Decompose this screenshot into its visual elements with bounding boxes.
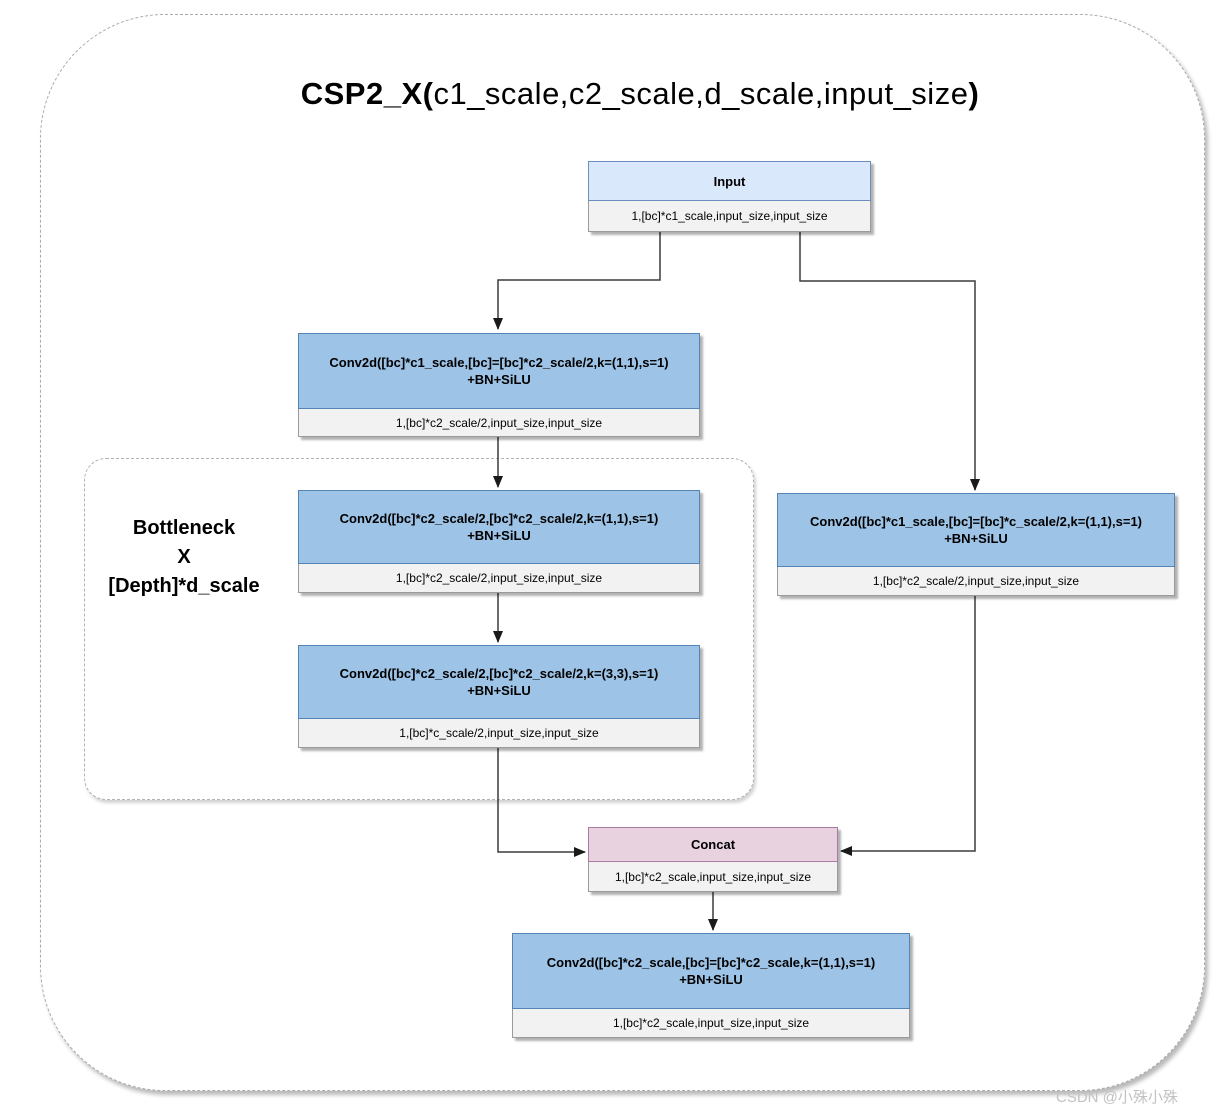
node-input-shape: 1,[bc]*c1_scale,input_size,input_size [588, 201, 871, 232]
node-concat-title: Concat [588, 827, 838, 862]
bottleneck-label: Bottleneck X [Depth]*d_scale [88, 514, 280, 601]
node-input-title: Input [588, 161, 871, 201]
node-conv-pre-header: Conv2d([bc]*c1_scale,[bc]=[bc]*c2_scale/… [298, 333, 700, 409]
node-bottleneck-conv2-activation: +BN+SiLU [467, 683, 531, 698]
node-conv-right-activation: +BN+SiLU [944, 531, 1008, 546]
node-bottleneck-conv2-title: Conv2d([bc]*c2_scale/2,[bc]*c2_scale/2,k… [339, 666, 659, 681]
node-conv-out-title: Conv2d([bc]*c2_scale,[bc]=[bc]*c2_scale,… [546, 955, 876, 970]
node-conv-right-title: Conv2d([bc]*c1_scale,[bc]=[bc]*c_scale/2… [809, 514, 1143, 529]
bottleneck-label-line2: X [177, 546, 191, 568]
node-bottleneck-conv2-shape: 1,[bc]*c_scale/2,input_size,input_size [298, 719, 700, 748]
node-conv-out-activation: +BN+SiLU [679, 972, 743, 987]
node-input: Input 1,[bc]*c1_scale,input_size,input_s… [588, 161, 871, 232]
node-concat-shape: 1,[bc]*c2_scale,input_size,input_size [588, 862, 838, 892]
watermark: CSDN @小殊小殊 [1056, 1089, 1178, 1106]
node-conv-pre-title: Conv2d([bc]*c1_scale,[bc]=[bc]*c2_scale/… [329, 355, 669, 370]
node-conv-pre-activation: +BN+SiLU [467, 372, 531, 387]
node-concat: Concat 1,[bc]*c2_scale,input_size,input_… [588, 827, 838, 892]
node-bottleneck-conv2-header: Conv2d([bc]*c2_scale/2,[bc]*c2_scale/2,k… [298, 645, 700, 719]
node-conv-out-shape: 1,[bc]*c2_scale,input_size,input_size [512, 1009, 910, 1038]
node-bottleneck-conv1-activation: +BN+SiLU [467, 528, 531, 543]
title-params: c1_scale,c2_scale,d_scale,input_size [433, 76, 969, 111]
title-bold-suffix: ) [968, 76, 980, 111]
title-bold-prefix: CSP2_X( [300, 76, 434, 111]
bottleneck-label-line3: [Depth]*d_scale [108, 575, 260, 597]
node-conv-right-header: Conv2d([bc]*c1_scale,[bc]=[bc]*c_scale/2… [777, 493, 1175, 567]
node-bottleneck-conv2: Conv2d([bc]*c2_scale/2,[bc]*c2_scale/2,k… [298, 645, 700, 748]
node-bottleneck-conv1: Conv2d([bc]*c2_scale/2,[bc]*c2_scale/2,k… [298, 490, 700, 593]
node-bottleneck-conv1-header: Conv2d([bc]*c2_scale/2,[bc]*c2_scale/2,k… [298, 490, 700, 564]
node-conv-pre-shape: 1,[bc]*c2_scale/2,input_size,input_size [298, 409, 700, 437]
node-bottleneck-conv1-title: Conv2d([bc]*c2_scale/2,[bc]*c2_scale/2,k… [339, 511, 659, 526]
diagram-title: CSP2_X(c1_scale,c2_scale,d_scale,input_s… [150, 76, 1130, 112]
node-bottleneck-conv1-shape: 1,[bc]*c2_scale/2,input_size,input_size [298, 564, 700, 593]
node-conv-out-header: Conv2d([bc]*c2_scale,[bc]=[bc]*c2_scale,… [512, 933, 910, 1009]
node-conv-out: Conv2d([bc]*c2_scale,[bc]=[bc]*c2_scale,… [512, 933, 910, 1038]
node-conv-right-shape: 1,[bc]*c2_scale/2,input_size,input_size [777, 567, 1175, 596]
bottleneck-label-line1: Bottleneck [132, 517, 236, 539]
node-conv-right: Conv2d([bc]*c1_scale,[bc]=[bc]*c_scale/2… [777, 493, 1175, 596]
node-conv-pre: Conv2d([bc]*c1_scale,[bc]=[bc]*c2_scale/… [298, 333, 700, 437]
